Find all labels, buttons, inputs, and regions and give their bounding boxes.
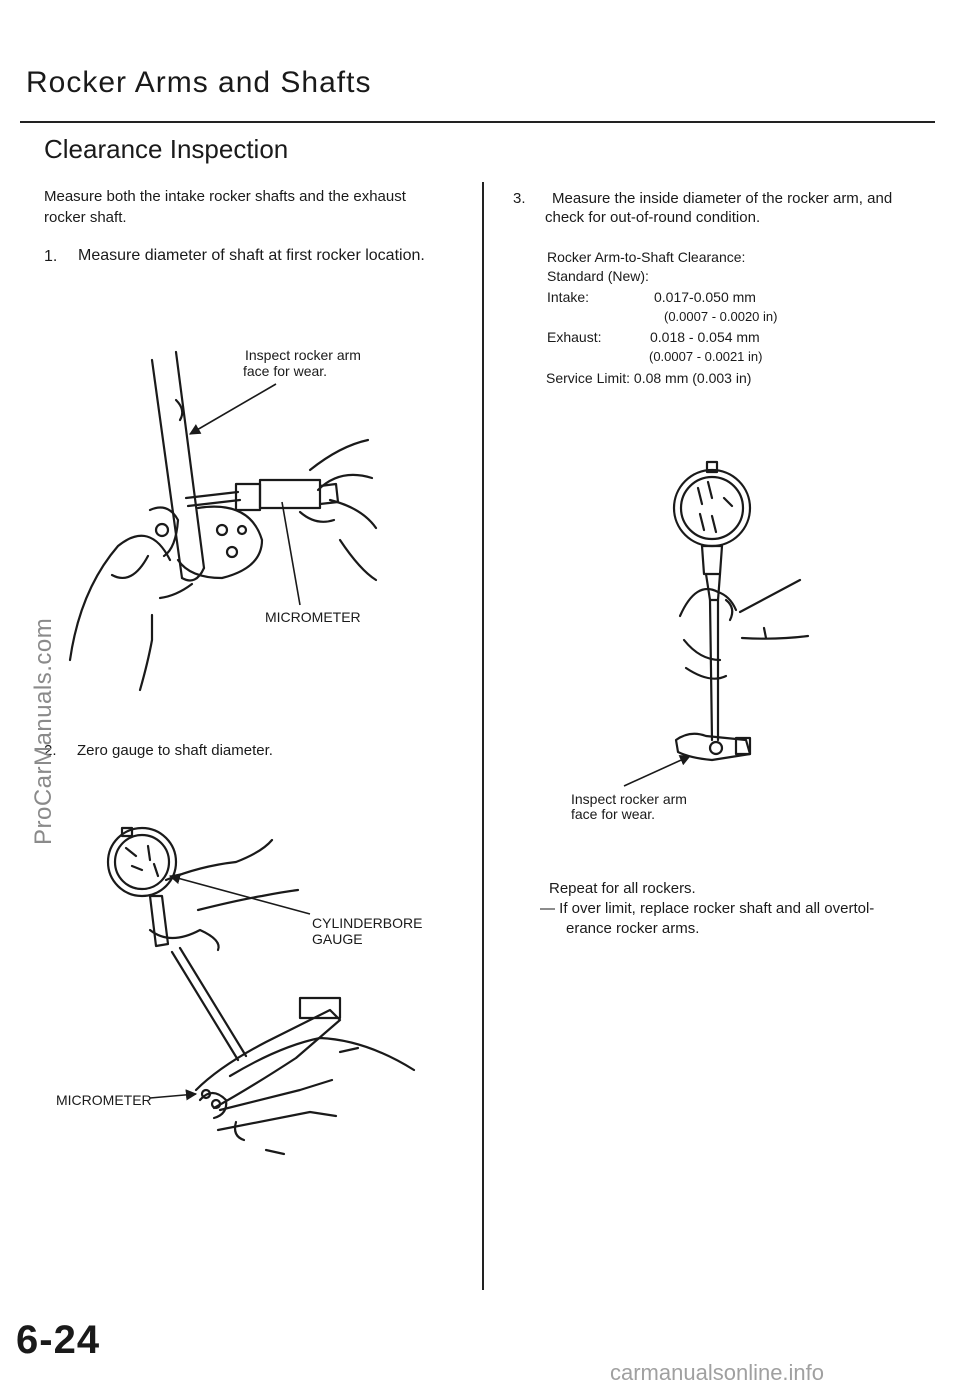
footer-site: carmanualsonline.info xyxy=(610,1360,825,1385)
column-divider xyxy=(482,182,484,1290)
fig3-inspect-arrow xyxy=(623,755,692,787)
step1-number: 1. xyxy=(44,248,58,265)
fig1-inspect-arrow xyxy=(189,383,277,435)
spec-intake-label: Intake: xyxy=(547,289,590,305)
fig3-inspect-label-2: face for wear. xyxy=(571,806,656,822)
spec-service-limit: Service Limit: 0.08 mm (0.003 in) xyxy=(546,370,752,386)
step2-number: 2. xyxy=(44,742,57,759)
page-title: Rocker Arms and Shafts xyxy=(26,66,372,99)
repeat-note: Repeat for all rockers. xyxy=(549,880,696,897)
overlimit-line-1: — If over limit, replace rocker shaft an… xyxy=(540,900,875,917)
fig1-micrometer-illustration xyxy=(68,350,378,692)
fig2-micrometer-arrow xyxy=(149,1089,198,1101)
spec-exhaust-in: (0.0007 - 0.0021 in) xyxy=(649,349,763,364)
section-title: Clearance Inspection xyxy=(44,134,289,164)
header-rule xyxy=(20,121,935,123)
fig1-inspect-label-2: face for wear. xyxy=(243,363,328,379)
intro-line-2: rocker shaft. xyxy=(44,209,127,226)
step1-text: Measure diameter of shaft at first rocke… xyxy=(78,247,425,264)
step3-line-1: Measure the inside diameter of the rocke… xyxy=(552,190,893,207)
overlimit-line-2: erance rocker arms. xyxy=(566,920,700,937)
fig1-micrometer-leader xyxy=(281,501,301,606)
fig2-gauge-arrow xyxy=(168,873,311,915)
fig2-gauge-illustration xyxy=(106,826,416,1156)
fig1-micrometer-label: MICROMETER xyxy=(265,609,361,625)
fig3-gauge-illustration xyxy=(672,460,810,762)
fig3-inspect-label-1: Inspect rocker arm xyxy=(571,791,687,807)
spec-exhaust-mm: 0.018 - 0.054 mm xyxy=(650,329,760,345)
page-number: 6-24 xyxy=(16,1318,101,1362)
spec-standard: Standard (New): xyxy=(547,268,649,284)
fig2-gauge-label-1: CYLINDERBORE xyxy=(312,915,423,931)
step3-line-2: check for out-of-round condition. xyxy=(545,209,761,226)
spec-intake-mm: 0.017-0.050 mm xyxy=(654,289,756,305)
fig2-gauge-label-2: GAUGE xyxy=(312,931,363,947)
spec-intake-in: (0.0007 - 0.0020 in) xyxy=(664,309,778,324)
fig2-micrometer-label: MICROMETER xyxy=(56,1092,152,1108)
step3-number: 3. xyxy=(513,190,526,207)
intro-line-1: Measure both the intake rocker shafts an… xyxy=(44,188,406,205)
spec-exhaust-label: Exhaust: xyxy=(547,329,602,345)
step2-text: Zero gauge to shaft diameter. xyxy=(77,742,273,759)
spec-heading: Rocker Arm-to-Shaft Clearance: xyxy=(547,249,746,265)
fig1-inspect-label-1: Inspect rocker arm xyxy=(245,347,361,363)
